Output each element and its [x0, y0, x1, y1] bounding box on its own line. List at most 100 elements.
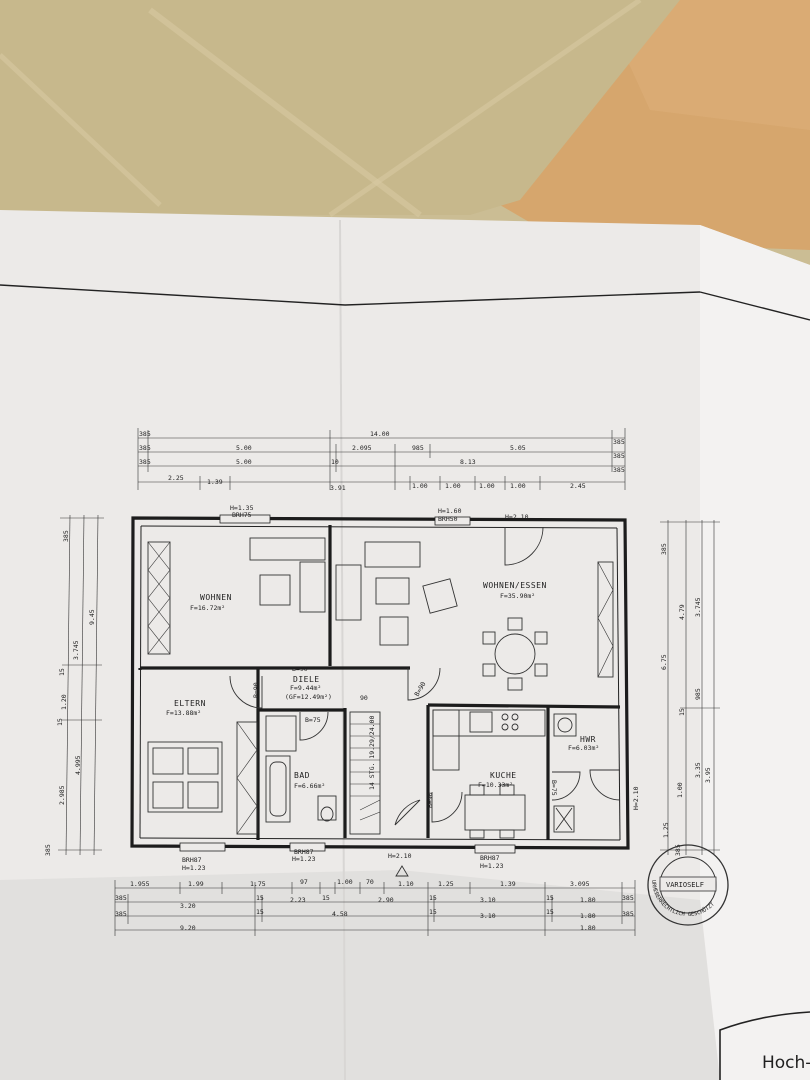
bad-door-b: B=75 [305, 716, 321, 724]
bottom-window3-h: H=1.23 [480, 862, 504, 870]
stair-90: 90 [360, 694, 368, 702]
room-bad-name: BAD [294, 771, 310, 780]
dim-bot-r1-i: 1.39 [500, 880, 516, 888]
dim-bot-r1-f: 70 [366, 878, 374, 886]
dim-bot-r2-d: 2.23 [290, 896, 306, 904]
dim-bot-r3-h: 1.80 [580, 912, 596, 920]
dim-bot-r3-g: 15 [546, 908, 554, 916]
window2-b: BRH50 [438, 515, 458, 523]
room-eltern-area: F=13.88m² [166, 709, 201, 717]
dim-top-r4-a: 2.25 [168, 474, 184, 482]
dim-bot-r1-g: 1.10 [398, 880, 414, 888]
right-dimensions: 385 6.75 4.79 3.745 15 985 1.00 3.35 3.9… [660, 520, 720, 856]
bottom-window1-b: BRH87 [182, 856, 202, 864]
dim-right-15: 15 [678, 708, 686, 716]
window1-b: BRH75 [232, 511, 252, 519]
dim-top-r2-a: 385 [139, 444, 151, 452]
bottom-window2-h: H=1.23 [292, 855, 316, 863]
room-labels: WOHNEN F=16.72m² WOHNEN/ESSEN F=35.90m² … [166, 581, 599, 790]
room-diele-name: DIELE [293, 675, 320, 684]
stamp-brand: VARIOSELF [666, 881, 704, 889]
window1-h: H=1.35 [230, 504, 254, 512]
dim-bot-r3-f: 3.10 [480, 912, 496, 920]
dim-top-left-end: 385 [139, 430, 151, 438]
left-dimensions: 3.745 9.45 385 15 1.20 15 4.995 2.985 38… [44, 514, 104, 856]
dim-right-3745: 3.745 [694, 597, 702, 617]
dim-right-479: 4.79 [678, 604, 686, 620]
dim-bot-r1-j: 3.095 [570, 880, 590, 888]
dim-bot-r4-a: 9.20 [180, 924, 196, 932]
furniture [147, 537, 614, 877]
dim-left-4995: 4.995 [74, 755, 82, 775]
dim-bot-r1-d: 97 [300, 878, 308, 886]
dim-bot-r1-e: 1.00 [337, 878, 353, 886]
dim-left-15a: 15 [58, 668, 66, 676]
dim-bot-r1-c: 1.75 [250, 880, 266, 888]
dim-bot-r4-b: 1.80 [580, 924, 596, 932]
dim-bot-r2-j: 1.80 [580, 896, 596, 904]
dim-top-total: 14.00 [370, 430, 390, 438]
dim-bot-r1-b: 1.99 [188, 880, 204, 888]
room-wohnen-area: F=16.72m² [190, 604, 225, 612]
dim-bot-r2-g: 15 [429, 894, 437, 902]
opening-labels: H=1.35 BRH75 H=1.60 BRH50 H=2.10 B=90 90… [182, 504, 640, 872]
dim-top-r3-d: 8.13 [460, 458, 476, 466]
dim-bot-r2-i: 15 [546, 894, 554, 902]
dim-top-r4-f: 1.00 [479, 482, 495, 490]
dim-left-3745: 3.745 [72, 640, 80, 660]
top-door-h: H=2.10 [505, 513, 529, 521]
room-hwr-area: F=6.03m² [568, 744, 599, 752]
dim-bot-r2-b: 3.20 [180, 902, 196, 910]
dim-right-385-top: 385 [660, 543, 668, 555]
dim-bot-r2-h: 3.10 [480, 896, 496, 904]
dim-left-15b: 15 [56, 718, 64, 726]
dim-top-r3-b: 5.00 [236, 458, 252, 466]
dim-bot-r3-i: 385 [622, 910, 634, 918]
room-wohnen-name: WOHNEN [200, 593, 232, 602]
dim-right-335: 3.35 [694, 762, 702, 778]
kueche-door-b: B=90 [426, 792, 434, 808]
dim-left-385-bottom: 385 [44, 844, 52, 856]
room-bad-area: F=6.66m² [294, 782, 325, 790]
hwr-outer-door: H=2.10 [632, 786, 640, 810]
bottom-window3-b: BRH87 [480, 854, 500, 862]
room-kueche-name: KUCHE [490, 771, 517, 780]
dim-top-r4-e: 1.00 [445, 482, 461, 490]
top-dimensions: 14.00 385 385 385 5.00 2.095 985 5.05 38… [137, 428, 626, 492]
dim-bot-r2-a: 385 [115, 894, 127, 902]
dim-top-r4-g: 1.00 [510, 482, 526, 490]
dim-bot-r1-h: 1.25 [438, 880, 454, 888]
building-walls [130, 514, 630, 854]
dim-top-r3-e: 385 [613, 466, 625, 474]
room-wohnen-essen-area: F=35.90m² [500, 592, 535, 600]
dim-left-2985: 2.985 [58, 785, 66, 805]
dim-right-385-bottom: 385 [674, 844, 682, 856]
dim-left-945: 9.45 [88, 609, 96, 625]
room-kueche-area: F=10.33m² [478, 781, 513, 789]
hwr-door-b: B=75 [550, 780, 558, 796]
dim-bot-r1-a: 1.955 [130, 880, 150, 888]
dim-top-r3-c: 10 [331, 458, 339, 466]
dim-top-right-end: 385 [613, 438, 625, 446]
room-eltern-name: ELTERN [174, 699, 206, 708]
dim-left-385-top: 385 [62, 530, 70, 542]
dim-top-r2-d: 985 [412, 444, 424, 452]
dim-top-r4-c: 3.91 [330, 484, 346, 492]
dim-bot-r3-c: 15 [256, 908, 264, 916]
dim-top-r2-e: 5.05 [510, 444, 526, 452]
dim-top-r4-h: 2.45 [570, 482, 586, 490]
room-wohnen-essen-name: WOHNEN/ESSEN [483, 581, 547, 590]
copyright-stamp: VARIOSELF URHEBERRECHTLICH GESCHÜTZT [647, 844, 729, 926]
dim-bot-r2-e: 15 [322, 894, 330, 902]
dim-top-r2-f: 385 [613, 452, 625, 460]
dim-bot-r3-e: 15 [429, 908, 437, 916]
bottom-window2-b: BRH87 [294, 848, 314, 856]
bottom-window1-h: H=1.23 [182, 864, 206, 872]
room-diele-area: F=9.44m² [290, 684, 321, 692]
bottom-dimensions: 1.955 1.99 1.75 97 1.00 70 1.10 1.25 1.3… [114, 878, 636, 936]
dim-right-675: 6.75 [660, 654, 668, 670]
dim-top-r4-b: 1.39 [207, 478, 223, 486]
dim-bot-r3-a: 385 [115, 910, 127, 918]
diele-door-b: B=90 [292, 665, 308, 673]
dim-left-120: 1.20 [60, 694, 68, 710]
